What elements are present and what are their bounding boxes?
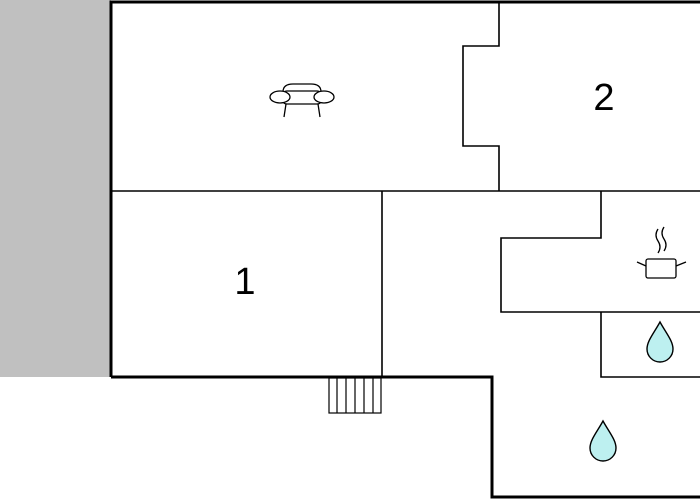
room-number-2: 2 [593, 77, 614, 119]
room-number-1: 1 [234, 261, 255, 303]
wall-utility-left [600, 312, 700, 378]
sofa-icon [269, 83, 335, 118]
outer-wall-bottom [111, 375, 700, 499]
entrance-stairs [328, 377, 382, 414]
water-drop-icon-bathroom [589, 419, 617, 462]
terrace-area [0, 0, 111, 377]
exterior-walls [109, 0, 700, 499]
outer-wall [109, 0, 700, 377]
wall-kitchen [500, 191, 700, 313]
wall-room2-notch [462, 2, 500, 191]
interior-walls [111, 2, 700, 378]
water-drop-icon-utility [646, 320, 674, 363]
cooking-pot-icon [636, 226, 687, 279]
